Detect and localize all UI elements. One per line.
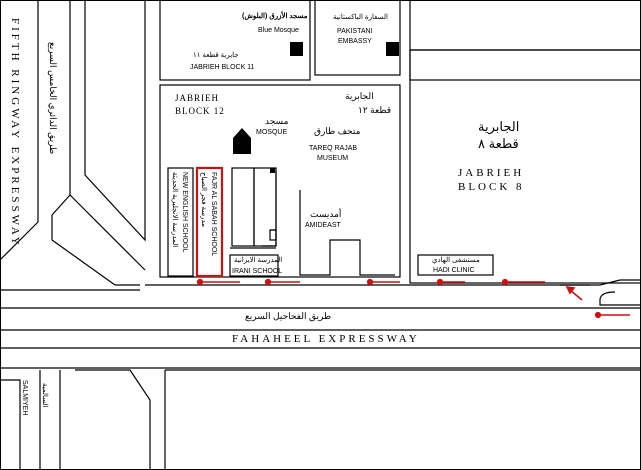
mosque-label: MOSQUE: [256, 129, 288, 136]
block-8-arabic-line2: قطعة ٨: [478, 136, 519, 151]
block-8-label-line1: JABRIEH: [458, 167, 525, 179]
fifth-ringway-arabic-label: طريق الدائري الخامس السريع: [48, 42, 58, 155]
embassy-label-line1: PAKISTANI: [337, 28, 373, 35]
new-english-school-arabic-label: المدرسة الانجليزية الحديثة: [171, 172, 178, 248]
fahaheel-expressway-label: FAHAHEEL EXPRESSWAY: [232, 333, 420, 345]
new-english-school-outline: [167, 167, 194, 277]
museum-label-line1: TAREQ RAJAB: [309, 145, 358, 152]
museum-icon: [270, 168, 275, 173]
block-12-label-line2: BLOCK 12: [175, 106, 225, 116]
fajr-school-arabic-label: مدرسة فجر الصباح: [200, 172, 207, 227]
embassy-arabic-label: السفارة الباكستانية: [333, 14, 388, 21]
block-8-label-line2: BLOCK 8: [458, 181, 525, 193]
fifth-ringway-label: FIFTH RINGWAY EXPRESSWAY: [9, 18, 21, 248]
block-11-label: JABRIEH BLOCK 11: [190, 64, 255, 71]
block-11-arabic-label: جابرية قطعة ١١: [193, 52, 239, 59]
irani-school-label: IRANI SCHOOL: [232, 268, 283, 275]
blue-mosque-arabic-label: مسجد الأزرق (البلوش): [242, 13, 308, 20]
block-12-arabic-line2: قطعة ١٢: [358, 105, 392, 115]
ramp-gore-left: [84, 0, 146, 242]
salmiyeh-label: SALMIYEH: [21, 380, 28, 416]
amideast-arabic-label: أمديست: [310, 209, 342, 219]
hadi-clinic-label: HADI CLINIC: [433, 267, 475, 274]
block-8-north: [409, 0, 641, 81]
museum-label-line2: MUSEUM: [317, 155, 349, 162]
block-8-arabic-line1: الجابرية: [478, 119, 520, 134]
embassy-label-line2: EMBASSY: [338, 38, 372, 45]
block-12-label-line1: JABRIEH: [175, 93, 220, 103]
hadi-clinic-outline: [417, 254, 494, 276]
block-8: [409, 49, 641, 284]
amideast-label: AMIDEAST: [305, 222, 341, 229]
hadi-clinic-arabic-label: مستشفى الهادي: [432, 257, 480, 264]
embassy-icon: [386, 42, 399, 56]
irani-school-arabic-label: المدرسة الايرانية: [234, 257, 283, 264]
mosque-icon: [233, 138, 251, 154]
fajr-school-highlight: [195, 166, 224, 278]
salmiyeh-arabic-label: السالمية: [41, 383, 48, 408]
embassy-block: [314, 0, 401, 76]
blue-mosque-label: Blue Mosque: [258, 27, 299, 34]
fahaheel-arabic-label: طريق الفحاحيل السريع: [245, 311, 332, 321]
fajr-school-label: FAJR AL SABAH SCHOOL: [210, 172, 217, 257]
block-12: [159, 84, 401, 278]
block-11: [159, 0, 311, 81]
museum-arabic-label: متحف طارق: [314, 126, 361, 136]
mosque-dome-icon: [233, 128, 251, 138]
mosque-arabic-label: مسجد: [265, 116, 289, 126]
blue-mosque-icon: [290, 42, 303, 56]
block-12-arabic-line1: الجابرية: [345, 91, 374, 101]
new-english-school-label: NEW ENGLISH SCHOOL: [181, 172, 188, 253]
